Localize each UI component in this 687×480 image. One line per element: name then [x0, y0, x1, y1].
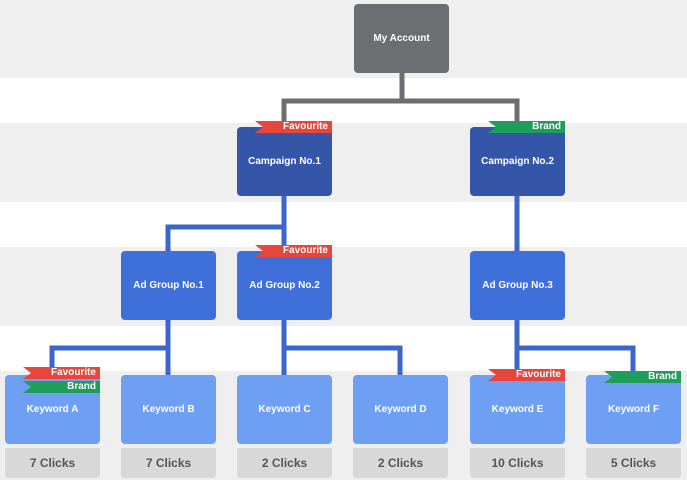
- favourite-tag: Favourite: [255, 121, 332, 133]
- connector-adgroup3-keywords: [514, 317, 636, 378]
- brand-tag: Brand: [488, 121, 565, 133]
- keyword-node-label: Keyword E: [491, 404, 544, 415]
- keyword-node-b: Keyword B: [121, 375, 216, 444]
- keyword-node-e: Keyword E: [470, 375, 565, 444]
- favourite-tag: Favourite: [23, 367, 100, 379]
- keyword-clicks-count: 7 Clicks: [5, 448, 100, 478]
- level-band-root: [0, 0, 687, 78]
- adgroup-node-label: Ad Group No.3: [482, 280, 553, 291]
- keyword-node-c: Keyword C: [237, 375, 332, 444]
- keyword-clicks-count: 2 Clicks: [353, 448, 448, 478]
- root-node-my-account: My Account: [354, 4, 449, 73]
- keyword-clicks-count: 2 Clicks: [237, 448, 332, 478]
- keyword-clicks-count: 7 Clicks: [121, 448, 216, 478]
- campaign-node-label: Campaign No.1: [248, 156, 321, 167]
- keyword-node-label: Keyword C: [258, 404, 311, 415]
- root-node-label: My Account: [373, 33, 430, 44]
- keyword-clicks-count: 10 Clicks: [470, 448, 565, 478]
- favourite-tag: Favourite: [255, 245, 332, 257]
- level-band-adgroup: [0, 247, 687, 326]
- keyword-node-d: Keyword D: [353, 375, 448, 444]
- adgroup-node-3: Ad Group No.3: [470, 251, 565, 320]
- campaign-node-1: Campaign No.1: [237, 127, 332, 196]
- keyword-node-label: Keyword D: [374, 404, 427, 415]
- keyword-clicks-count: 5 Clicks: [586, 448, 681, 478]
- connector-adgroup1-keywords: [49, 345, 171, 378]
- adgroup-node-2: Ad Group No.2: [237, 251, 332, 320]
- adgroup-node-label: Ad Group No.2: [249, 280, 320, 291]
- connector-campaign1-adgroups: [165, 224, 287, 254]
- campaign-node-2: Campaign No.2: [470, 127, 565, 196]
- connector-adgroup2-keywords: [281, 317, 403, 378]
- keyword-node-f: Keyword F: [586, 375, 681, 444]
- adgroup-node-1: Ad Group No.1: [121, 251, 216, 320]
- keyword-node-label: Keyword A: [26, 404, 79, 415]
- brand-tag: Brand: [604, 371, 681, 383]
- keyword-node-label: Keyword B: [142, 404, 195, 415]
- campaign-node-label: Campaign No.2: [481, 156, 554, 167]
- level-band-campaign: [0, 123, 687, 202]
- brand-tag: Brand: [23, 381, 100, 393]
- adgroup-node-label: Ad Group No.1: [133, 280, 204, 291]
- level-band-keyword: [0, 371, 687, 480]
- keyword-node-label: Keyword F: [607, 404, 660, 415]
- favourite-tag: Favourite: [488, 369, 565, 381]
